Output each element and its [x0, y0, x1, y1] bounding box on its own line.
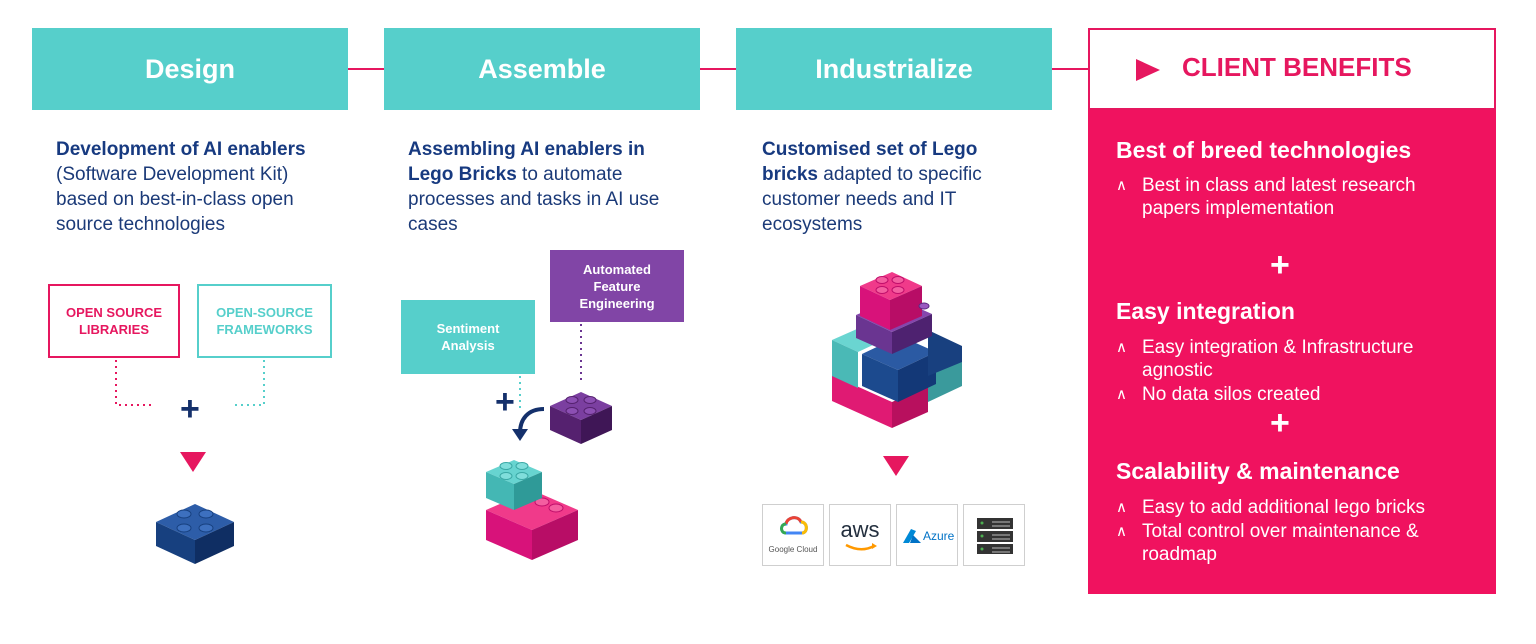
connector-line [348, 68, 384, 70]
google-cloud-logo: Google Cloud [762, 504, 824, 566]
benefit-item-text: Total control over maintenance & roadmap [1142, 521, 1419, 565]
caret-icon: ∧ [1116, 523, 1127, 540]
design-desc-text: (Software Development Kit) based on best… [56, 164, 294, 235]
benefit-title: Scalability & maintenance [1116, 458, 1400, 484]
google-cloud-icon [780, 516, 808, 535]
caret-icon: ∧ [1116, 177, 1127, 194]
automated-feature-engineering-box: Automated Feature Engineering [550, 250, 684, 322]
box-line: Automated [583, 261, 651, 277]
aws-label: aws [840, 517, 880, 542]
google-cloud-label: Google Cloud [768, 545, 818, 554]
sentiment-analysis-box: Sentiment Analysis [401, 300, 535, 374]
assemble-dotted-connectors [519, 324, 582, 412]
open-source-libraries-box: OPEN SOURCE LIBRARIES [48, 284, 180, 358]
down-arrow-icon [883, 456, 909, 476]
down-arrow-icon [180, 452, 206, 472]
benefit-item-text: Easy to add additional lego bricks [1142, 497, 1426, 518]
benefit-item: ∧ Best in class and latest research pape… [1116, 174, 1476, 222]
assemble-desc-text: to automate processes and tasks in AI us… [408, 164, 660, 235]
stage-header-industrialize: Industrialize [736, 28, 1052, 110]
open-source-frameworks-box: OPEN-SOURCE FRAMEWORKS [197, 284, 332, 358]
industrialize-description: Customised set of Lego bricks adapted to… [762, 137, 1032, 237]
box-line: Feature [593, 278, 641, 294]
box-line: Sentiment [436, 321, 500, 336]
box-line: LIBRARIES [78, 322, 150, 337]
azure-logo: Azure [896, 504, 958, 566]
connector-line [700, 68, 736, 70]
stage-label-assemble: Assemble [478, 53, 606, 84]
server-icon [977, 518, 1013, 554]
benefit-item: ∧ Easy to add additional lego bricks [1116, 496, 1476, 520]
industrialize-desc-text: adapted to specific customer needs and I… [762, 164, 982, 235]
dotted-connectors [115, 360, 265, 406]
industrialize-desc-bold-2: bricks [762, 164, 818, 185]
design-desc-bold: Development of AI enablers [56, 139, 306, 160]
server-logo [963, 504, 1025, 566]
navy-lego-brick-icon [156, 504, 234, 564]
stage-label-design: Design [144, 53, 236, 84]
plus-icon: + [1270, 246, 1290, 284]
curved-arrow-icon [512, 407, 545, 441]
stacked-lego-bricks-icon [486, 460, 578, 560]
aws-smile-icon [845, 543, 877, 551]
caret-icon: ∧ [1116, 386, 1127, 403]
benefit-item-text: Easy integration & Infrastructure agnost… [1142, 337, 1414, 381]
benefit-title: Easy integration [1116, 298, 1295, 324]
benefit-item-text: Best in class and latest research papers… [1142, 175, 1416, 219]
box-line: Analysis [441, 338, 495, 353]
industrialize-desc-bold: Customised set of Lego [762, 139, 978, 160]
stage-header-design: Design [32, 28, 348, 110]
benefit-title: Best of breed technologies [1116, 137, 1412, 163]
stage-header-assemble: Assemble [384, 28, 700, 110]
azure-label: Azure [923, 529, 955, 543]
aws-logo: aws [829, 504, 891, 566]
box-line: Engineering [579, 295, 655, 311]
arrow-right-icon [1136, 59, 1160, 81]
assemble-desc-bold-2: Lego Bricks [408, 164, 517, 185]
box-line: FRAMEWORKS [216, 322, 313, 337]
client-benefits-header: CLIENT BENEFITS [1088, 28, 1496, 110]
plus-icon: + [1270, 404, 1290, 442]
plus-icon: + [495, 383, 515, 421]
box-line: OPEN SOURCE [65, 305, 163, 320]
azure-icon [903, 529, 921, 543]
benefit-item: ∧ Total control over maintenance & roadm… [1116, 520, 1476, 568]
benefit-item-text: No data silos created [1142, 384, 1321, 405]
stage-label-industrialize: Industrialize [815, 53, 973, 84]
purple-lego-brick-icon [550, 392, 612, 444]
design-description: Development of AI enablers (Software Dev… [56, 137, 336, 237]
caret-icon: ∧ [1116, 499, 1127, 516]
benefit-item: ∧ No data silos created [1116, 383, 1476, 407]
plus-icon: + [180, 390, 200, 428]
assemble-description: Assembling AI enablers in Lego Bricks to… [408, 137, 698, 237]
client-benefits-panel: Best of breed technologies ∧ Best in cla… [1088, 110, 1496, 594]
client-benefits-title: CLIENT BENEFITS [1182, 52, 1412, 82]
benefit-item: ∧ Easy integration & Infrastructure agno… [1116, 336, 1476, 384]
box-line: OPEN-SOURCE [216, 305, 313, 320]
lego-stack-icon [832, 272, 962, 428]
assemble-desc-bold: Assembling AI enablers in [408, 139, 645, 160]
caret-icon: ∧ [1116, 339, 1127, 356]
